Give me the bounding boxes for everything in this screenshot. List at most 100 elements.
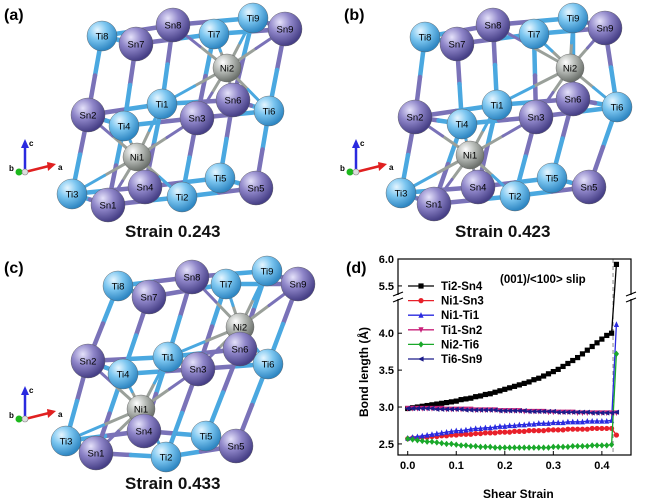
data-point (608, 441, 615, 448)
atom-label: Ti1 (156, 100, 169, 111)
atom-label: Sn2 (80, 357, 97, 368)
data-point (593, 410, 600, 416)
atom-sn3: Sn3 (518, 99, 554, 135)
atom-label: Ti9 (261, 267, 274, 278)
atom-sn4: Sn4 (126, 413, 162, 449)
data-point (507, 444, 513, 451)
atom-sn6: Sn6 (222, 331, 258, 367)
atom-ti1: Ti1 (481, 89, 513, 121)
chart-frame (392, 258, 637, 456)
atom-sn3: Sn3 (179, 100, 215, 136)
data-point (434, 430, 440, 437)
data-point (516, 408, 522, 414)
data-point (438, 406, 445, 412)
atom-sn4: Sn4 (127, 169, 163, 205)
atom-label: Ti7 (220, 280, 233, 291)
data-point (482, 407, 488, 413)
data-point (473, 442, 479, 450)
atom-sn5: Sn5 (238, 170, 274, 206)
data-point (497, 423, 503, 429)
data-point (414, 433, 421, 440)
atom-label: Ti5 (200, 432, 213, 443)
atom-sn9: Sn9 (280, 266, 316, 302)
panel-a-caption: Strain 0.243 (125, 222, 220, 241)
data-point (526, 444, 532, 451)
data-point (521, 444, 527, 451)
data-point (453, 406, 459, 412)
atom-label: Sn4 (136, 427, 153, 438)
data-point (536, 375, 542, 381)
atom-ti9: Ti9 (251, 255, 283, 287)
data-point (545, 427, 552, 433)
data-point (418, 312, 424, 318)
data-point (458, 442, 464, 449)
panel-b-caption: Strain 0.423 (455, 222, 550, 241)
data-point (468, 426, 474, 432)
data-point (424, 431, 430, 438)
data-point (443, 406, 450, 412)
atom-label: Sn4 (137, 183, 154, 194)
atom-label: Ni1 (463, 151, 477, 162)
panel-b-label: (b) (344, 7, 364, 24)
legend-entry: Ti6-Sn9 (408, 354, 482, 366)
data-point (507, 385, 513, 391)
atom-label: Sn5 (228, 442, 245, 453)
data-point (526, 428, 532, 434)
data-point (473, 430, 479, 437)
data-point (429, 431, 435, 437)
data-point (613, 350, 620, 358)
data-point (570, 442, 576, 450)
data-point (468, 431, 474, 437)
atom-ti3: Ti3 (50, 425, 82, 457)
a-axis-label: a (58, 163, 63, 172)
atom-label: Ti1 (162, 353, 175, 364)
data-point (458, 406, 464, 412)
data-point (559, 409, 566, 415)
axis-break-mark (392, 291, 404, 297)
data-point (418, 327, 424, 333)
data-point (536, 420, 542, 426)
panel-c-caption: Strain 0.433 (125, 474, 220, 493)
data-point (516, 421, 522, 428)
atom-label: Ti9 (567, 14, 580, 25)
data-point (579, 409, 586, 415)
atom-label: Sn1 (426, 200, 443, 211)
data-point (487, 443, 493, 451)
data-point (511, 408, 518, 414)
b-axis-dot (15, 168, 23, 176)
data-point (599, 336, 605, 342)
y-tick-label: 3.5 (379, 365, 394, 377)
data-point (521, 408, 527, 414)
data-point (511, 422, 518, 429)
data-point (443, 429, 450, 435)
data-point (604, 417, 610, 424)
data-point (579, 351, 586, 357)
x-tick-label: 0.3 (546, 460, 561, 472)
data-point (570, 357, 576, 364)
data-point (434, 439, 440, 446)
atom-sn2: Sn2 (70, 343, 106, 379)
data-point (463, 442, 469, 449)
data-point (419, 432, 425, 439)
atom-sn8: Sn8 (475, 7, 511, 43)
atom-sn7: Sn7 (118, 26, 154, 62)
chart-legend: Ti2-Sn4Ni1-Sn3Ni1-Ti1Ti1-Sn2Ni2-Ti6Ti6-S… (408, 281, 484, 366)
atom-label: Ni2 (220, 64, 234, 75)
y-tick-label: 4.0 (379, 328, 394, 340)
atom-label: Ti2 (176, 193, 189, 204)
data-point (560, 443, 566, 451)
data-point (463, 396, 469, 402)
b-axis-label: b (340, 164, 345, 173)
data-point (468, 395, 474, 401)
atom-sn5: Sn5 (571, 169, 607, 205)
atom-ti8: Ti8 (409, 21, 441, 53)
data-point (555, 443, 561, 451)
atom-label: Sn6 (565, 95, 582, 106)
data-point (521, 428, 527, 434)
data-point (584, 442, 590, 450)
data-point (604, 442, 610, 449)
atom-label: Sn6 (225, 96, 242, 107)
